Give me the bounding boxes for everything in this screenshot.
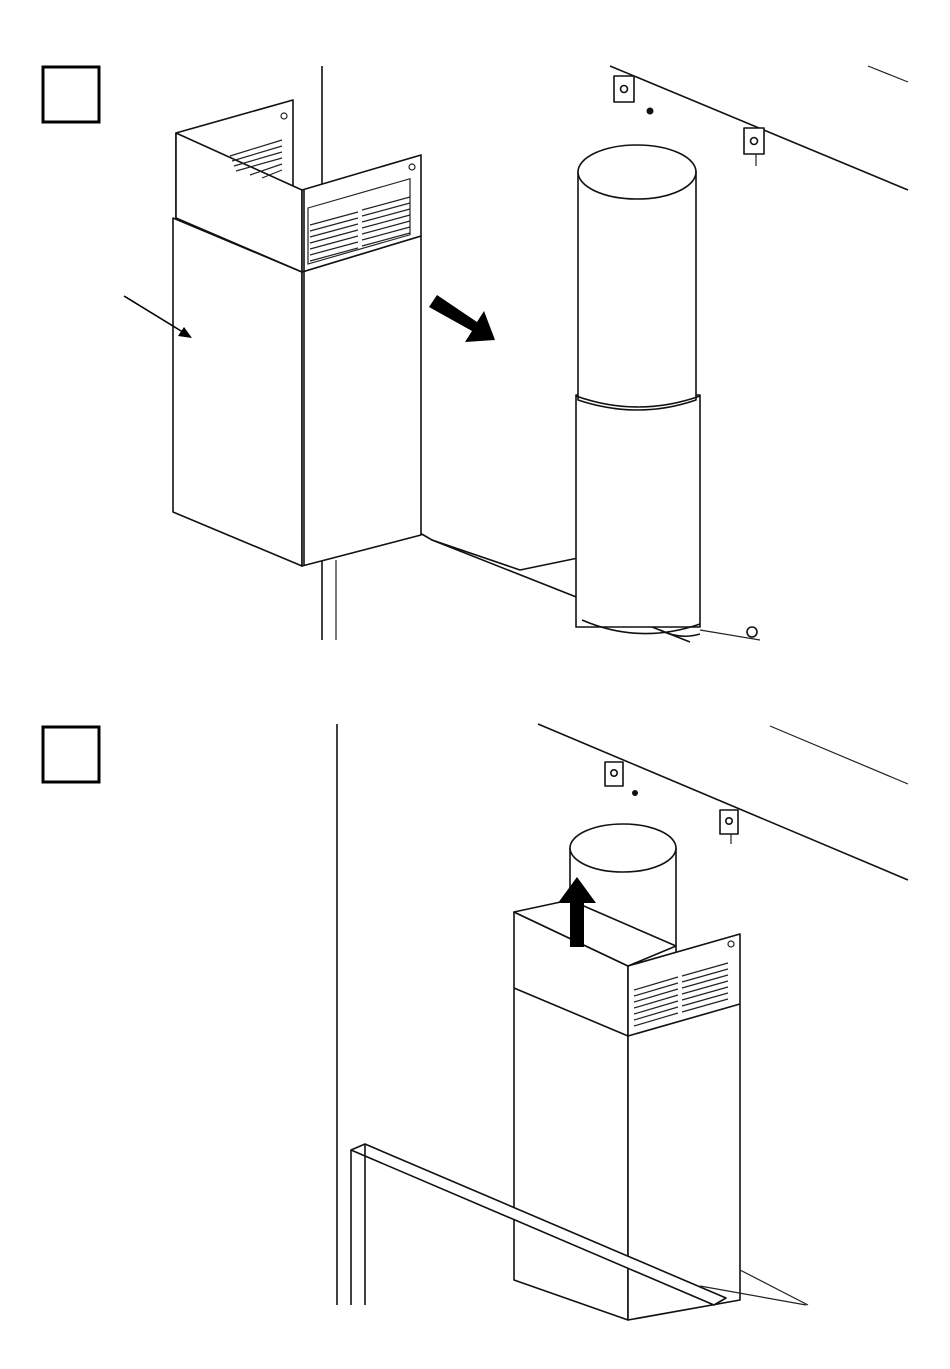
exhaust-duct	[576, 145, 700, 636]
step-2-number-box	[43, 727, 99, 782]
step-1-illustration	[0, 0, 950, 660]
step-2-panel	[0, 680, 950, 1369]
screw-hole	[632, 790, 638, 796]
step-1-number-box	[43, 67, 99, 122]
ceiling-bracket-right	[744, 128, 764, 166]
ceiling-bracket-right	[720, 810, 738, 844]
move-direction-arrow	[429, 295, 495, 342]
ceiling-bracket-left	[605, 762, 623, 786]
screw-hole	[647, 108, 654, 115]
step-2-illustration	[0, 680, 950, 1369]
chimney-cover	[173, 100, 421, 566]
step-1-panel	[0, 0, 950, 660]
ceiling-bracket-left	[614, 76, 634, 102]
